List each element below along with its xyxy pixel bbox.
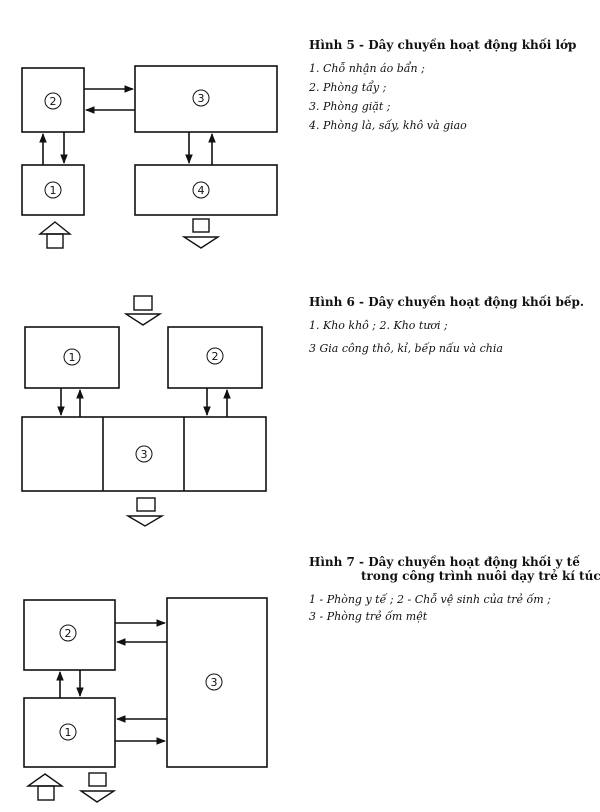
f6-box-1 (24, 326, 120, 389)
figure-7-diagram (23, 597, 268, 803)
figure-5-diagram (21, 65, 278, 249)
svg-text:2: 2 (50, 95, 57, 108)
svg-text:1: 1 (69, 351, 76, 364)
f7-box-2 (23, 599, 116, 671)
figure-7-item-2: 3 - Phòng trẻ ốm mệt (309, 610, 428, 623)
f6-box-2 (167, 326, 263, 389)
f5-label-1: 1 (44, 181, 62, 199)
figure-7-item-1: 1 - Phòng y tế ; 2 - Chỗ vệ sinh của trẻ… (309, 593, 551, 606)
f7-entry-icon (25, 773, 65, 801)
f5-box-3 (134, 65, 278, 133)
f6-label-2: 2 (206, 347, 224, 365)
f5-label-3: 3 (192, 89, 210, 107)
f6-exit-icon (125, 497, 165, 527)
figure-7-title: Hình 7 - Dây chuyền hoạt động khối y tế (309, 555, 580, 569)
figure-6-item-1: 1. Kho khô ; 2. Kho tươi ; (309, 319, 448, 332)
f5-exit-icon (181, 218, 221, 249)
svg-text:1: 1 (65, 726, 72, 739)
figure-7-title-line2: trong công trình nuôi dạy trẻ kí túc (361, 569, 600, 583)
figure-5-item-1: 1. Chỗ nhận áo bẩn ; (309, 62, 425, 75)
f7-label-3: 3 (205, 673, 223, 691)
figure-6-item-2: 3 Gia công thô, kỉ, bếp nấu và chia (309, 342, 503, 355)
f5-box-1 (21, 164, 85, 216)
f7-box-1 (23, 697, 116, 768)
f6-label-3: 3 (135, 445, 153, 463)
figure-5-item-4: 4. Phòng là, sấy, khô và giao (309, 119, 467, 132)
svg-text:3: 3 (141, 448, 148, 461)
figure-6-title: Hình 6 - Dây chuyền hoạt động khối bếp. (309, 295, 585, 309)
f5-box-4 (134, 164, 278, 216)
svg-text:3: 3 (198, 92, 205, 105)
svg-text:3: 3 (211, 676, 218, 689)
f6-label-1: 1 (63, 348, 81, 366)
figure-5-title: Hình 5 - Dây chuyền hoạt động khối lớp (309, 38, 577, 52)
svg-text:4: 4 (198, 184, 205, 197)
svg-text:1: 1 (50, 184, 57, 197)
f5-label-4: 4 (192, 181, 210, 199)
svg-text:2: 2 (212, 350, 219, 363)
f6-entry-icon (123, 295, 163, 326)
f6-box-3 (21, 416, 267, 492)
f7-box-3 (166, 597, 268, 768)
figure-6-caption: Hình 6 - Dây chuyền hoạt động khối bếp. … (309, 295, 584, 361)
figure-5-item-3: 3. Phòng giặt ; (309, 100, 391, 113)
f7-exit-icon (78, 772, 117, 803)
f7-label-1: 1 (59, 723, 77, 741)
f5-entry-icon (38, 221, 72, 249)
f5-box-2 (21, 67, 85, 133)
svg-text:2: 2 (65, 627, 72, 640)
figure-7-caption: Hình 7 - Dây chuyền hoạt động khối y tế … (309, 555, 600, 629)
f7-label-2: 2 (59, 624, 77, 642)
figure-5-item-2: 2. Phòng tẩy ; (309, 81, 387, 94)
figure-5-caption: Hình 5 - Dây chuyền hoạt động khối lớp 1… (309, 38, 576, 138)
f5-label-2: 2 (44, 92, 62, 110)
figure-6-diagram (21, 295, 267, 527)
